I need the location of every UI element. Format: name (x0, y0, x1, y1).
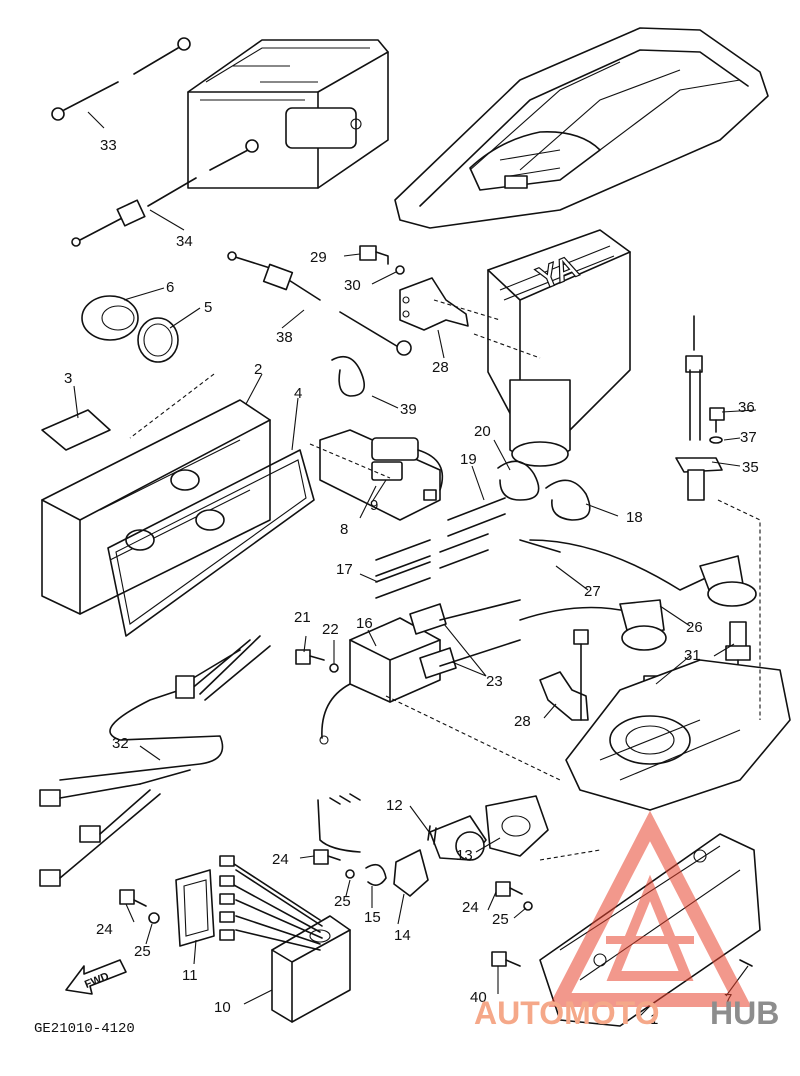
callout-33: 33 (100, 137, 117, 154)
callout-27: 27 (584, 583, 601, 600)
callout-34: 34 (176, 233, 193, 250)
bolt-24-left (119, 889, 147, 907)
callout-24-left: 24 (96, 921, 113, 938)
callout-11: 11 (182, 967, 198, 984)
callout-16: 16 (356, 615, 373, 632)
drawing-code: GE21010-4120 (34, 1021, 135, 1037)
callout-35: 35 (742, 459, 759, 476)
ignition-coil (319, 599, 521, 745)
callout-8: 8 (340, 521, 348, 538)
washer-30 (395, 265, 405, 275)
bolt-29 (359, 245, 389, 265)
forward-direction-arrow: FWD (65, 959, 127, 995)
callout-13: 13 (456, 847, 473, 864)
callout-28-upper: 28 (432, 359, 449, 376)
callout-21: 21 (294, 609, 311, 626)
washer-25-mid (345, 869, 355, 879)
callout-1: 1 (650, 1011, 658, 1028)
bracket-28-upper (399, 277, 469, 331)
bolt-40 (491, 951, 521, 967)
callout-12: 12 (386, 797, 403, 814)
bracket-28-lower (539, 671, 589, 721)
callout-15: 15 (364, 909, 381, 926)
temperature-sensor (675, 315, 723, 501)
washer-22 (329, 663, 339, 673)
callout-17: 17 (336, 561, 353, 578)
bolt-21 (295, 649, 325, 665)
callout-29: 29 (310, 249, 327, 266)
clip-15 (365, 863, 387, 886)
callout-31: 31 (684, 647, 701, 664)
callout-40: 40 (470, 989, 487, 1006)
callout-leaders (73, 111, 757, 1017)
callout-9: 9 (370, 497, 378, 514)
callout-23: 23 (486, 673, 503, 690)
callout-20: 20 (474, 423, 491, 440)
battery-lead-33 (51, 37, 191, 121)
callout-numbers: 33 34 6 5 3 2 4 38 29 30 28 39 20 19 18 … (64, 137, 759, 1028)
bolt-24-mid (313, 849, 341, 865)
stud-bolt (573, 629, 589, 721)
callout-2: 2 (254, 361, 262, 378)
callout-38: 38 (276, 329, 293, 346)
hoses-17-19 (375, 497, 506, 599)
spark-plug-lead-27 (519, 539, 757, 607)
callout-6: 6 (166, 279, 174, 296)
callout-5: 5 (204, 299, 212, 316)
washer-25-left (148, 912, 160, 924)
lead-wire-38 (227, 251, 412, 356)
bolt-24-right (495, 881, 523, 897)
engine-cylinder-head: YA (487, 229, 631, 467)
hose-clamp-20 (497, 460, 540, 501)
callout-19: 19 (460, 451, 477, 468)
band-39 (331, 355, 366, 397)
callout-18: 18 (626, 509, 643, 526)
caution-label (41, 409, 111, 451)
callout-24-right: 24 (462, 899, 479, 916)
watermark-brand-auto: AUTOMOTO (474, 995, 659, 1031)
callout-32: 32 (112, 735, 129, 752)
callout-4: 4 (294, 385, 302, 402)
automotohub-logo (548, 810, 752, 1007)
bolt-36 (709, 407, 725, 433)
automotohub-wordmark: AUTOMOTO HUB (474, 995, 779, 1031)
o-ring (137, 317, 179, 363)
starter-relay (427, 815, 487, 861)
callout-3: 3 (64, 370, 72, 387)
callout-25-left: 25 (134, 943, 151, 960)
callout-36: 36 (738, 399, 755, 416)
callout-25-mid: 25 (334, 893, 351, 910)
cover-11 (175, 869, 215, 947)
callout-30: 30 (344, 277, 361, 294)
callout-22: 22 (322, 621, 339, 638)
washer-37 (709, 436, 723, 444)
watercraft-hull (394, 27, 769, 229)
callout-39: 39 (400, 401, 417, 418)
cdi-unit (219, 855, 351, 1023)
hose-clamp-18 (545, 479, 591, 521)
callout-37: 37 (740, 429, 757, 446)
electrical-box-cap (81, 295, 139, 341)
callout-28-lower: 28 (514, 713, 531, 730)
battery-lead-34 (71, 139, 259, 247)
spark-plug-lead-26 (519, 599, 667, 651)
battery (187, 39, 389, 189)
watermark-brand-hub: HUB (710, 995, 779, 1031)
assembly-alignment-lines (129, 299, 761, 861)
callout-26: 26 (686, 619, 703, 636)
ignition-unit-14 (317, 793, 429, 897)
wire-harness-32 (39, 635, 271, 887)
washer-25-right (523, 901, 533, 911)
callout-14: 14 (394, 927, 411, 944)
callout-25-right: 25 (492, 911, 509, 928)
electrical-box-housing (41, 399, 271, 615)
callout-24-mid: 24 (272, 851, 289, 868)
stator-sensor (485, 795, 549, 857)
rectifier-regulator (319, 429, 444, 521)
callout-10: 10 (214, 999, 231, 1016)
gasket (107, 449, 315, 637)
crankcase-stator-housing (565, 659, 791, 811)
